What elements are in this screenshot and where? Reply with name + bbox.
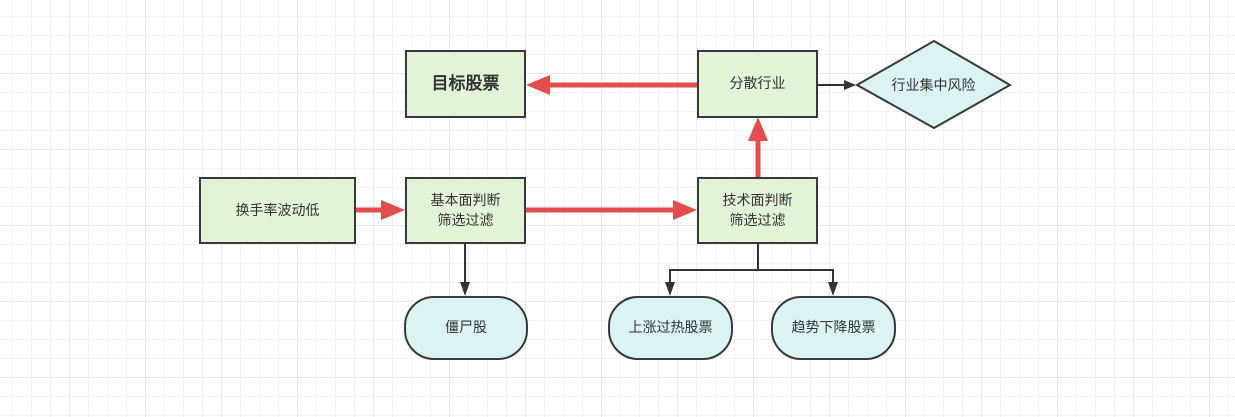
edge-technical-to-diversify: [748, 117, 768, 177]
edge-diversify-to-risk: [818, 80, 856, 90]
node-label-line1: 技术面判断: [722, 192, 793, 209]
edge-technical-to-overheated: [665, 244, 759, 296]
node-technical-filter[interactable]: 技术面判断 筛选过滤: [697, 177, 818, 244]
industry-risk-diamond[interactable]: [854, 39, 1013, 130]
node-overheated-stock[interactable]: 上涨过热股票: [608, 296, 733, 360]
node-label: 僵尸股: [445, 320, 487, 336]
edge-diversify-to-target: [526, 75, 697, 95]
node-label: 趋势下降股票: [791, 320, 876, 336]
node-diversify-industry[interactable]: 分散行业: [697, 50, 818, 118]
node-label: 行业集中风险: [891, 77, 976, 94]
node-label: 上涨过热股票: [628, 320, 713, 336]
node-fundamental-filter[interactable]: 基本面判断 筛选过滤: [405, 177, 526, 244]
node-zombie-stock[interactable]: 僵尸股: [404, 296, 528, 360]
node-label: 分散行业: [729, 76, 786, 92]
node-label: 换手率波动低: [235, 202, 320, 219]
node-target-stock[interactable]: 目标股票: [405, 50, 526, 118]
node-label-line2: 筛选过滤: [437, 212, 494, 229]
edge-fundamental-to-technical: [526, 200, 697, 220]
node-label-line2: 筛选过滤: [729, 212, 786, 229]
edge-fundamental-to-zombie: [460, 244, 470, 296]
node-label-line1: 基本面判断: [430, 192, 501, 209]
edge-low-turnover-to-fundamental: [356, 200, 405, 220]
edge-technical-to-downtrend: [758, 269, 838, 296]
node-industry-risk[interactable]: 行业集中风险: [857, 41, 1010, 128]
node-label: 目标股票: [431, 74, 500, 94]
node-downtrend-stock[interactable]: 趋势下降股票: [771, 296, 896, 360]
node-low-turnover[interactable]: 换手率波动低: [199, 177, 356, 244]
